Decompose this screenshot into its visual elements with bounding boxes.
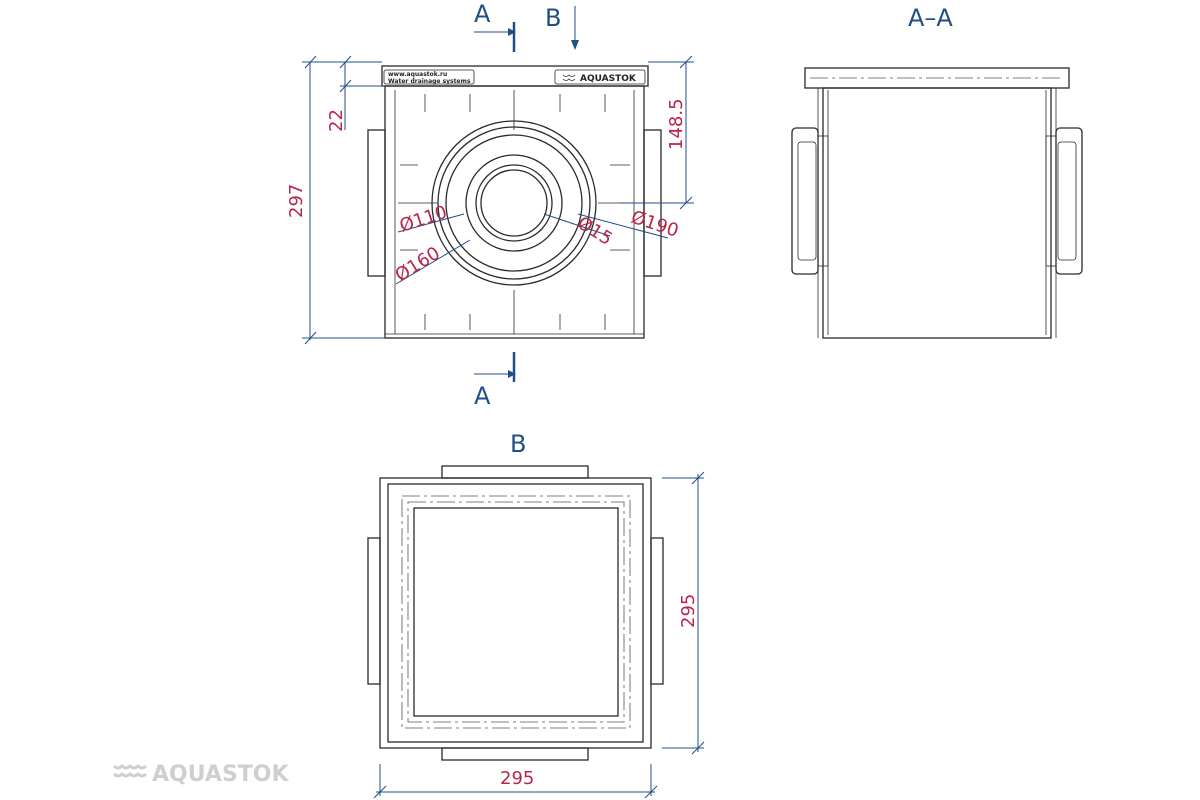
- box-brand: AQUASTOK: [580, 74, 637, 84]
- dim-297: 297: [286, 184, 307, 218]
- aquastok-watermark: AQUASTOK: [112, 762, 289, 787]
- section-view-title: A–A: [908, 4, 953, 32]
- dim-148-5: 148.5: [666, 98, 687, 150]
- view-b: B: [367, 430, 664, 761]
- dim-295-height: 295: [678, 594, 699, 628]
- section-a-bottom: A: [474, 382, 491, 410]
- dim-22: 22: [326, 109, 347, 132]
- watermark-text: AQUASTOK: [152, 762, 289, 787]
- view-b-dimensions: 295 295: [373, 471, 705, 799]
- front-view-dimensions: 297 22 148.5 Ø110 Ø160 Ø15 Ø190: [286, 55, 694, 345]
- view-b-marker: B: [545, 4, 561, 32]
- box-tagline: Water drainage systems: [388, 78, 471, 85]
- dim-dia-110: Ø110: [397, 202, 450, 237]
- section-markers: A B A: [474, 0, 579, 410]
- dim-dia-160: Ø160: [392, 243, 444, 287]
- dim-dia-190: Ø190: [628, 207, 681, 242]
- view-b-title: B: [510, 430, 526, 458]
- section-a-top: A: [474, 0, 491, 28]
- section-view: A–A: [791, 4, 1083, 339]
- box-url: www.aquastok.ru: [388, 71, 447, 78]
- dim-295-width: 295: [500, 768, 534, 789]
- front-view: www.aquastok.ru Water drainage systems A…: [367, 65, 662, 339]
